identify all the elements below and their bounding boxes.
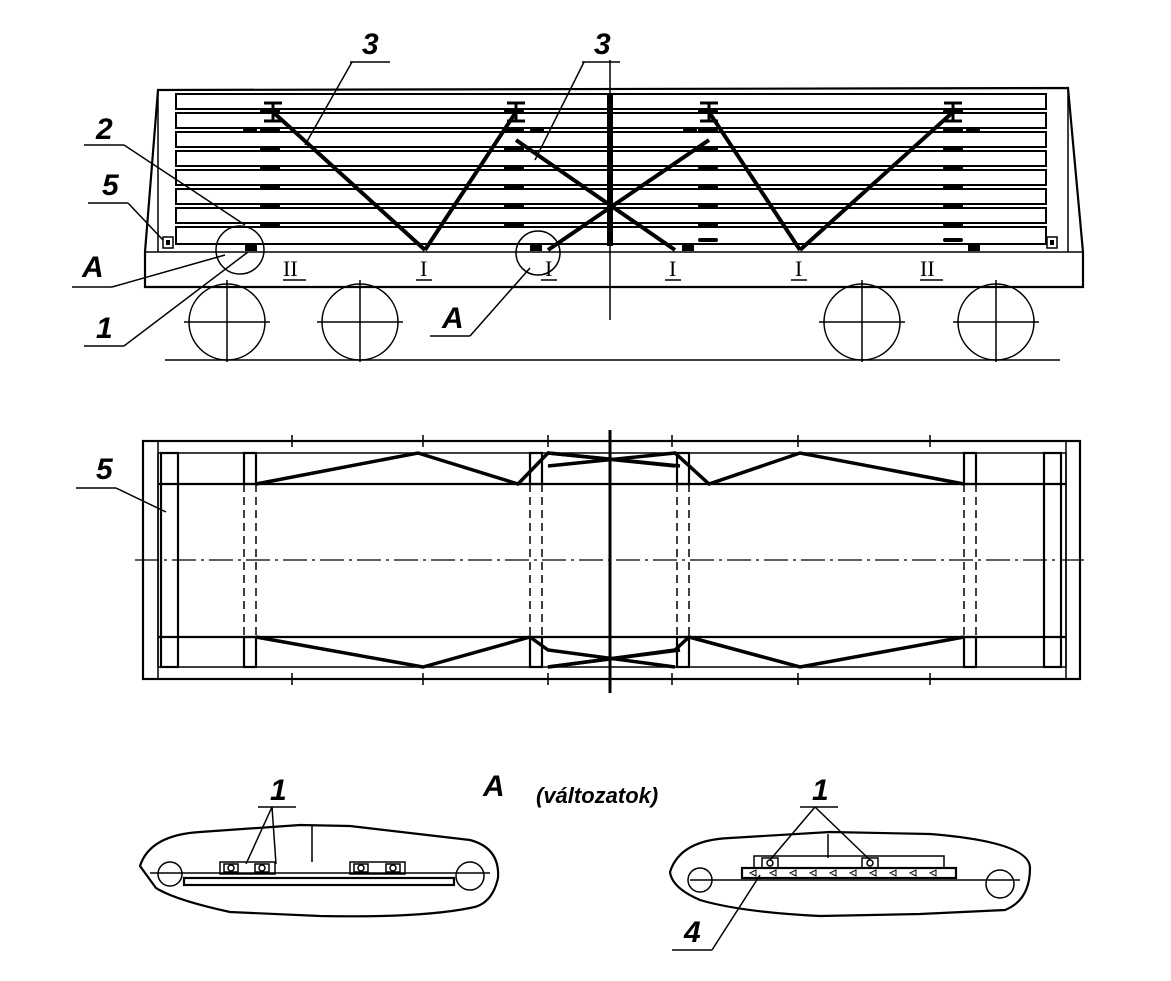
end-stop-right [1046, 236, 1058, 249]
position-label-ii: II [283, 256, 298, 281]
detail-title: A [482, 770, 505, 803]
callout-5: 5 [102, 169, 120, 202]
position-label-i: I [669, 256, 676, 281]
tie-wires [271, 110, 955, 252]
callout-4: 4 [683, 916, 701, 949]
spacer-post [528, 635, 544, 669]
ticks [291, 435, 931, 685]
side-view: II I I I I II 3 3 2 5 A [72, 28, 1085, 362]
callout-5: 5 [96, 453, 114, 486]
detail-variant-1: 1 [138, 774, 500, 918]
spacer-post [528, 451, 544, 486]
callout-3: 3 [362, 28, 379, 61]
position-label-i: I [420, 256, 427, 281]
tie-wires-plan [255, 451, 965, 669]
callout-a: A [441, 302, 464, 335]
detail-a: A (változatok) 1 [138, 770, 1032, 951]
detail-circle-a-left [215, 225, 265, 275]
top-view: 5 [76, 430, 1088, 693]
callout-1: 1 [812, 774, 829, 807]
callouts-side: 3 3 2 5 A 1 A [72, 28, 620, 347]
detail-note: (változatok) [536, 783, 658, 808]
detail-variant-2: 1 4 [668, 774, 1032, 951]
position-label-i: I [795, 256, 802, 281]
callout-3: 3 [594, 28, 611, 61]
spacer-post [962, 451, 978, 486]
callout-1: 1 [96, 312, 113, 345]
position-label-i: I [545, 256, 552, 281]
spacer-post [242, 635, 258, 669]
spacer-post [675, 451, 691, 486]
spacer-post [962, 635, 978, 669]
callout-1: 1 [270, 774, 287, 807]
wheelsets [184, 280, 1039, 362]
position-marks: II I I I I II [283, 256, 943, 281]
spacer-post [242, 451, 258, 486]
detail-circle-a-right [515, 230, 561, 276]
callout-a: A [81, 251, 104, 284]
end-stop-left [162, 236, 174, 249]
position-label-ii: II [920, 256, 935, 281]
callout-2: 2 [95, 113, 113, 146]
floor-blocks [245, 245, 980, 251]
